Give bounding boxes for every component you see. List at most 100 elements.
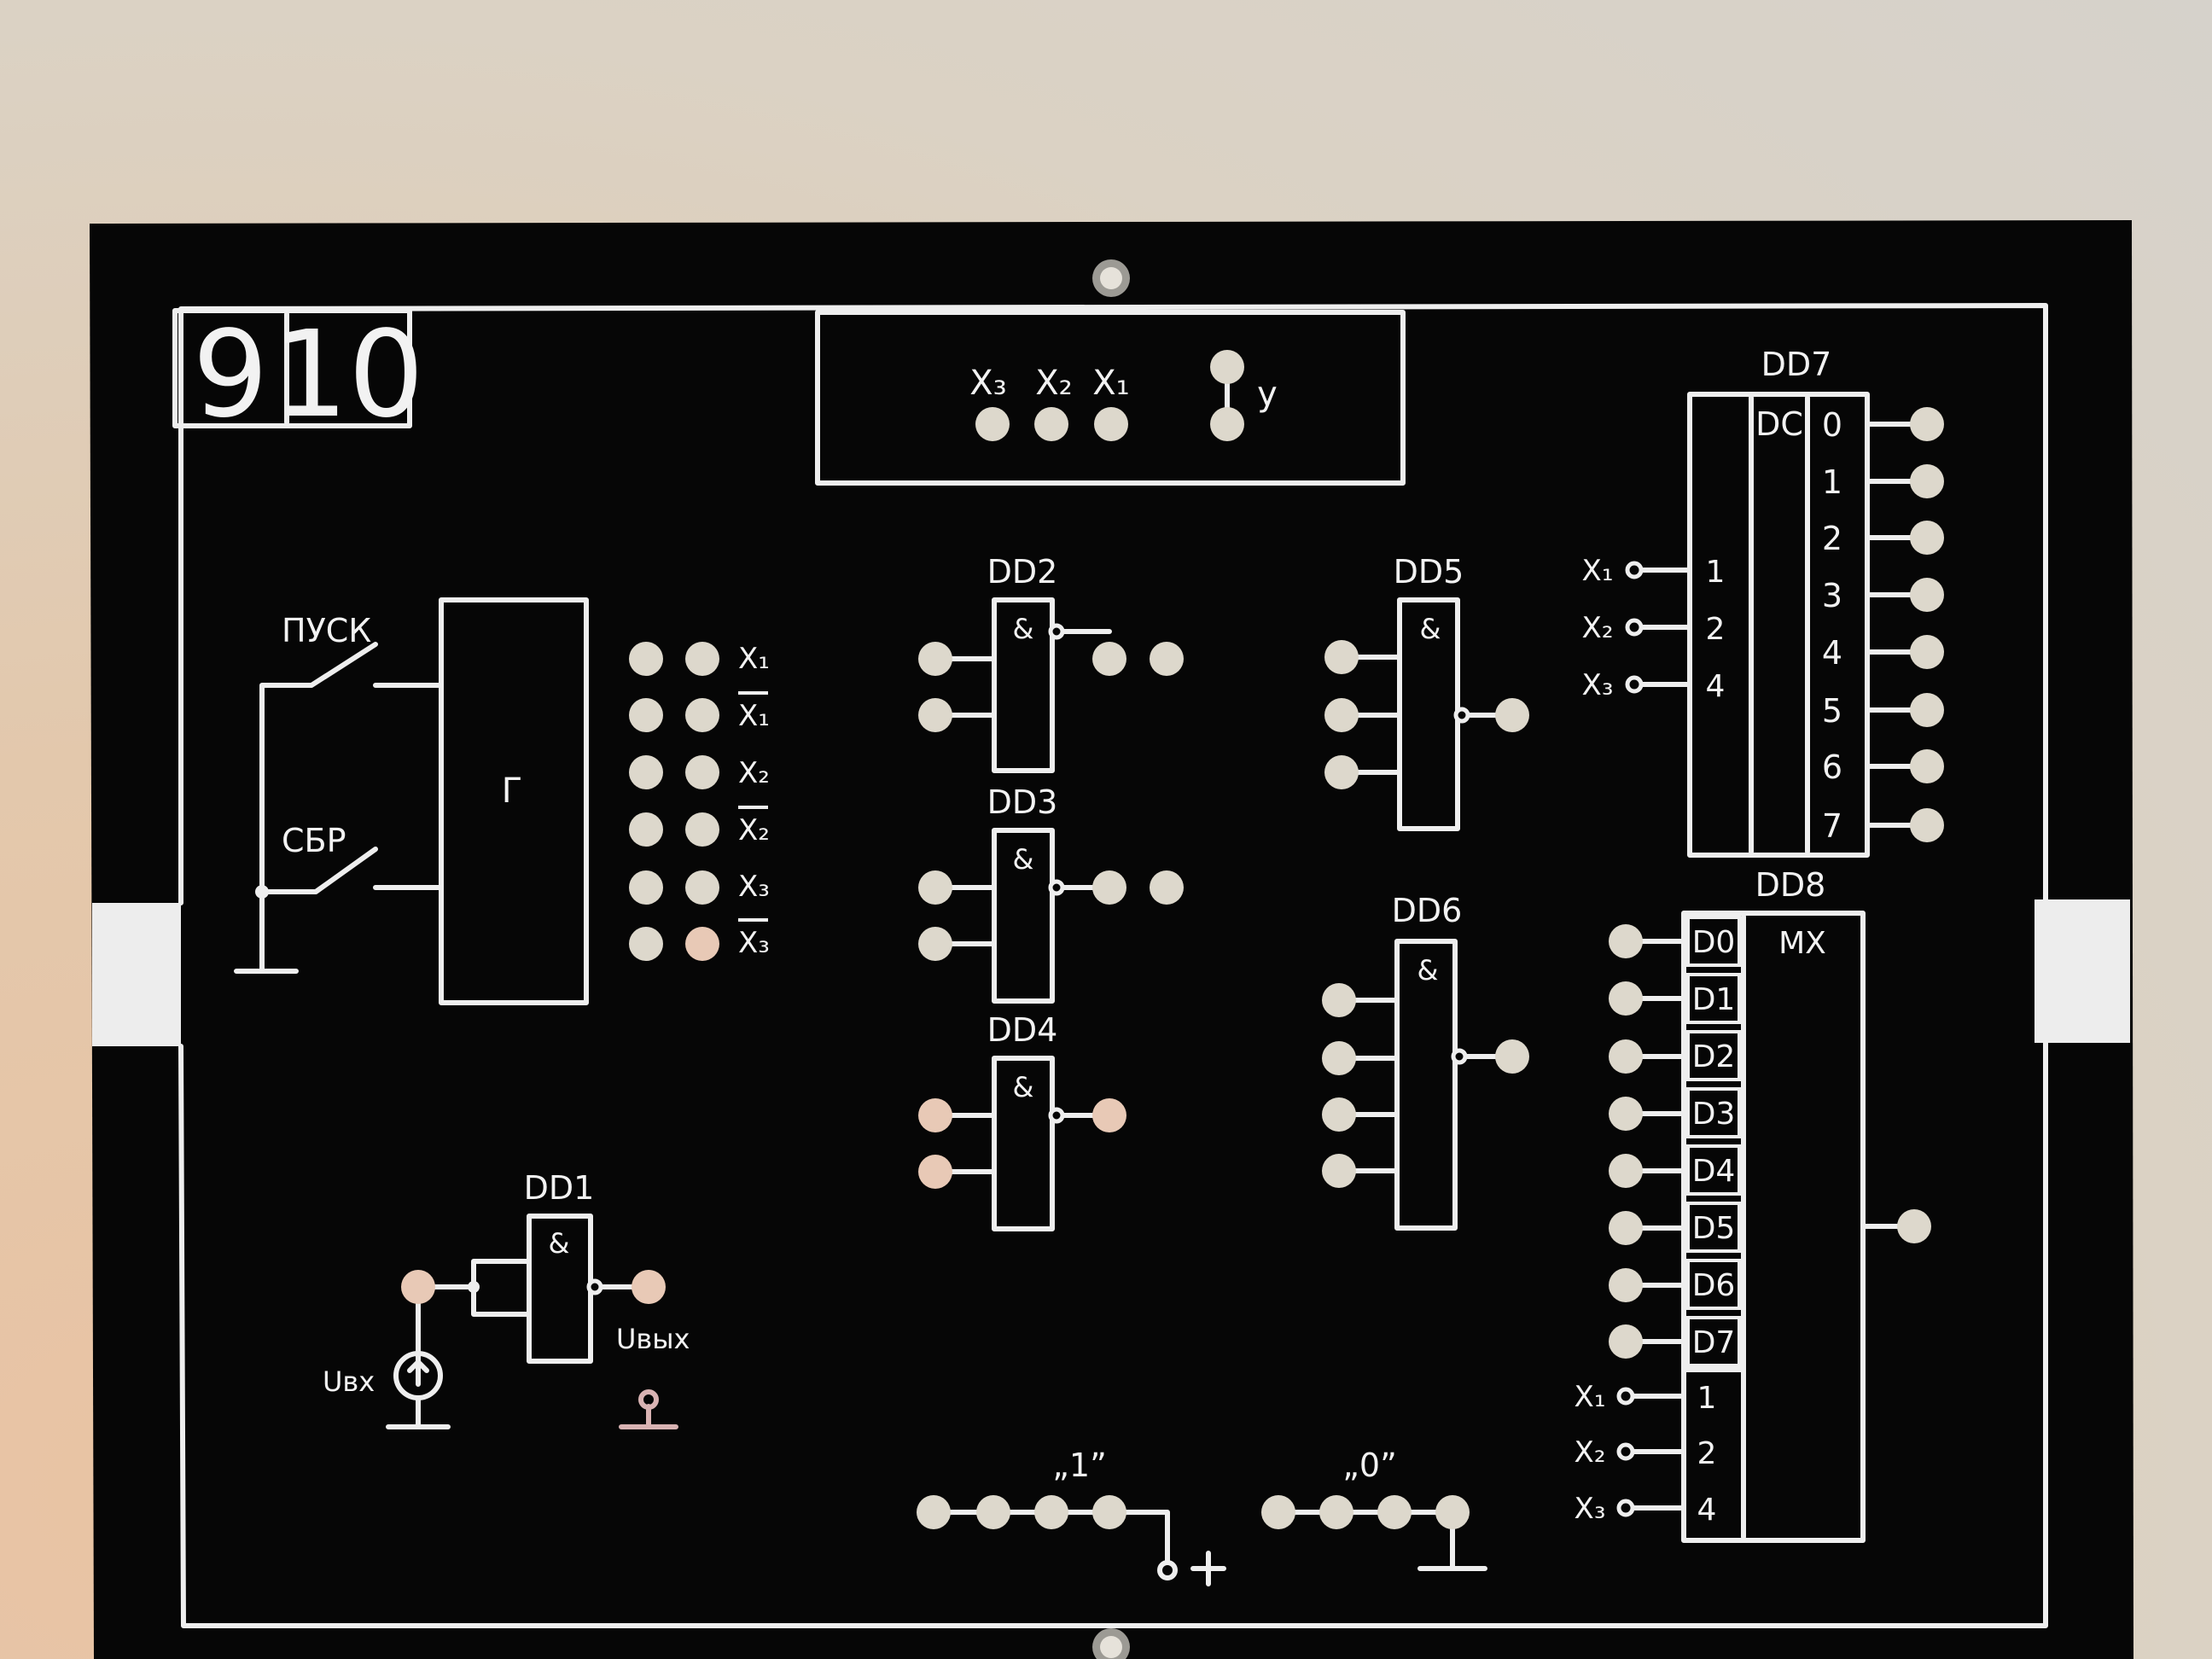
socket-jack[interactable] (1609, 1039, 1643, 1074)
socket-jack[interactable] (1495, 1039, 1529, 1074)
socket-jack[interactable] (629, 870, 663, 905)
dc-input-weight: 2 (1706, 612, 1726, 647)
dc-label: DC (1755, 405, 1803, 443)
socket-jack[interactable] (1609, 1268, 1643, 1302)
socket-jack[interactable] (629, 642, 663, 676)
dd2-label: DD2 (987, 553, 1058, 591)
socket-jack[interactable] (1910, 578, 1944, 612)
socket-jack[interactable] (1092, 642, 1126, 676)
socket-jack[interactable] (629, 812, 663, 847)
socket-jack[interactable] (1910, 407, 1944, 441)
socket-jack[interactable] (1034, 407, 1068, 441)
truth-table-box (815, 310, 1406, 486)
socket-jack[interactable] (1150, 870, 1184, 905)
mx-data-input-label: D0 (1692, 925, 1736, 960)
socket-jack[interactable] (629, 927, 663, 961)
panel-number-box (172, 308, 412, 428)
socket-jack[interactable] (918, 1098, 952, 1132)
top-x3-label: X₃ (969, 364, 1006, 403)
dc-input-label: X₃ (1582, 668, 1614, 702)
socket-jack[interactable] (1322, 1041, 1356, 1075)
reset-switch-label: СБР (282, 822, 346, 859)
socket-jack[interactable] (918, 1155, 952, 1189)
socket-jack[interactable] (1377, 1495, 1412, 1529)
socket-jack[interactable] (685, 927, 719, 961)
socket-jack[interactable] (1322, 1097, 1356, 1132)
mx-data-input-label: D7 (1692, 1325, 1736, 1360)
socket-jack[interactable] (1910, 749, 1944, 783)
logic-one-label: „1” (1052, 1447, 1107, 1484)
socket-jack[interactable] (1910, 464, 1944, 498)
socket-jack[interactable] (632, 1270, 666, 1304)
socket-jack[interactable] (1034, 1495, 1068, 1529)
socket-jack[interactable] (1910, 521, 1944, 555)
socket-jack[interactable] (918, 698, 952, 732)
mounting-hole-bottom (1092, 1628, 1130, 1659)
socket-jack[interactable] (1324, 640, 1359, 674)
socket-jack[interactable] (1210, 407, 1244, 441)
socket-jack[interactable] (1210, 350, 1244, 384)
socket-jack[interactable] (975, 407, 1010, 441)
socket-group (401, 350, 1944, 1529)
socket-jack[interactable] (918, 642, 952, 676)
socket-jack[interactable] (1435, 1495, 1470, 1529)
socket-jack[interactable] (1910, 635, 1944, 669)
dc-output-label: 5 (1822, 692, 1842, 730)
socket-jack[interactable] (1609, 1097, 1643, 1131)
socket-jack[interactable] (1609, 924, 1643, 958)
generator-block (439, 597, 589, 1005)
socket-jack[interactable] (1324, 755, 1359, 789)
generator-label: Г (502, 771, 522, 811)
socket-jack[interactable] (1092, 1098, 1126, 1132)
generator-output-label: X₁ (738, 642, 770, 676)
dd5-label: DD5 (1394, 553, 1464, 591)
socket-jack[interactable] (918, 927, 952, 961)
socket-jack[interactable] (1910, 693, 1944, 727)
socket-jack[interactable] (1897, 1209, 1931, 1243)
socket-jack[interactable] (1609, 981, 1643, 1016)
socket-jack[interactable] (1261, 1495, 1295, 1529)
socket-jack[interactable] (629, 755, 663, 789)
mx-address-weight: 1 (1697, 1381, 1717, 1416)
mx-data-input-label: D4 (1692, 1154, 1736, 1189)
socket-jack[interactable] (1322, 1154, 1356, 1188)
socket-jack[interactable] (685, 870, 719, 905)
mx-data-pin-box (1686, 1030, 1741, 1081)
logic-zero-label: „0” (1342, 1447, 1397, 1484)
socket-jack[interactable] (685, 812, 719, 847)
socket-jack[interactable] (1319, 1495, 1353, 1529)
dd1-label: DD1 (524, 1169, 595, 1207)
socket-jack[interactable] (1910, 808, 1944, 842)
socket-jack[interactable] (1094, 407, 1128, 441)
socket-jack[interactable] (1150, 642, 1184, 676)
panel-number-right: 10 (272, 306, 424, 445)
socket-jack[interactable] (1609, 1211, 1643, 1245)
dd3-label: DD3 (987, 783, 1058, 821)
socket-jack[interactable] (685, 642, 719, 676)
socket-jack[interactable] (917, 1495, 951, 1529)
socket-jack[interactable] (1609, 1324, 1643, 1359)
dd8-label: DD8 (1755, 866, 1826, 904)
socket-jack[interactable] (976, 1495, 1010, 1529)
socket-jack[interactable] (685, 755, 719, 789)
mx-address-label: X₁ (1575, 1380, 1606, 1414)
dc-output-label: 4 (1822, 634, 1842, 672)
socket-jack[interactable] (1324, 698, 1359, 732)
socket-jack[interactable] (1092, 1495, 1126, 1529)
mx-data-pin-box (1686, 973, 1741, 1024)
socket-jack[interactable] (401, 1270, 435, 1304)
socket-jack[interactable] (629, 698, 663, 732)
dd4-label: DD4 (987, 1011, 1058, 1049)
uout-label: Uвых (616, 1323, 690, 1355)
control-switch-wiring (234, 642, 444, 974)
socket-jack[interactable] (1609, 1154, 1643, 1188)
socket-jack[interactable] (1092, 870, 1126, 905)
socket-jack[interactable] (1495, 698, 1529, 732)
mx-data-input-label: D6 (1692, 1268, 1736, 1303)
socket-jack[interactable] (1322, 983, 1356, 1017)
side-rail-right (2034, 899, 2130, 1043)
socket-jack[interactable] (918, 870, 952, 905)
generator-output-label: X₂ (738, 813, 770, 847)
socket-jack[interactable] (685, 698, 719, 732)
